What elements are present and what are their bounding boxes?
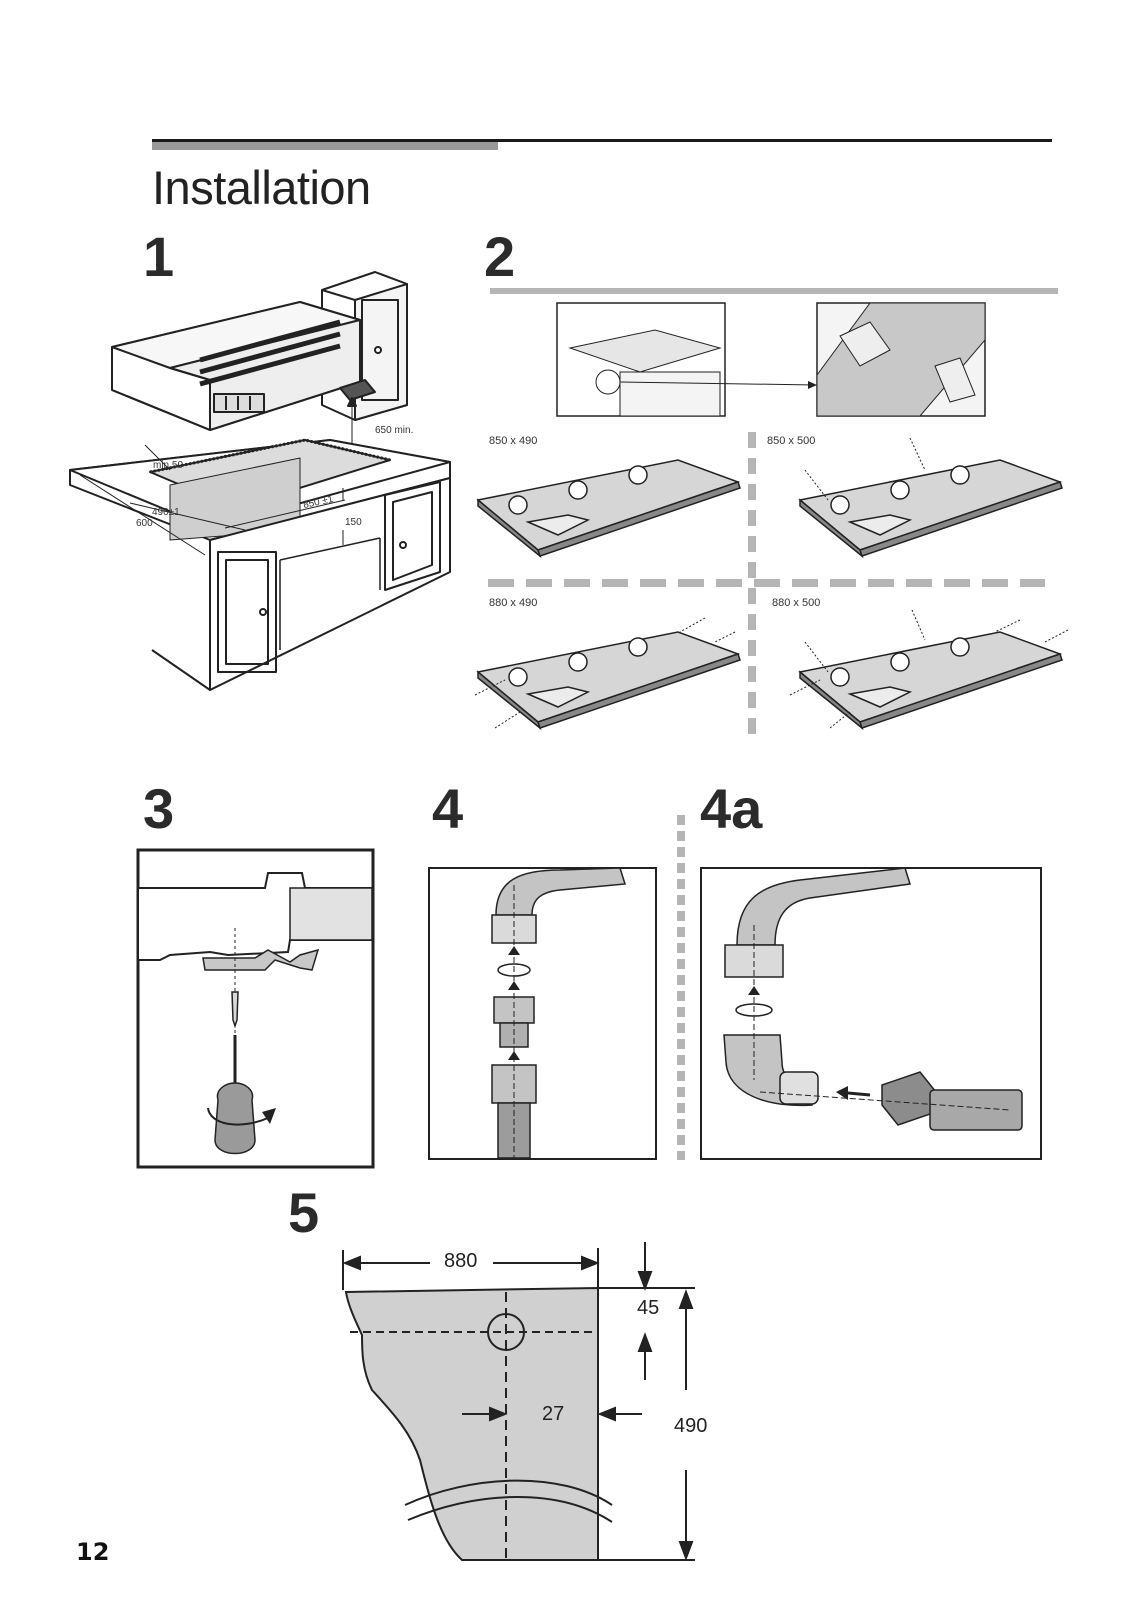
step5-side-offset-label: 27 (542, 1403, 565, 1425)
step1-gap-label: 150 (345, 517, 362, 528)
step2-variant-880x500: 880 x 500 (772, 597, 821, 609)
step2-variant-880x490: 880 x 490 (489, 597, 538, 609)
step-number-3: 3 (143, 777, 175, 840)
step-number-4: 4 (432, 777, 464, 840)
page-title: Installation (152, 161, 371, 214)
step1-worktop-label: 600 (136, 518, 153, 529)
step5-width-label: 880 (444, 1250, 478, 1272)
step2-variant-850x500: 850 x 500 (767, 435, 816, 447)
header-accent-bar (152, 142, 498, 150)
header-rule (152, 139, 1052, 142)
step2-variant-850x490: 850 x 490 (489, 435, 538, 447)
step1-edge-min-label: min.50 (153, 460, 184, 471)
step1-depth-cut-label: 490±1 (152, 507, 180, 518)
step5-top-offset-label: 45 (637, 1297, 660, 1319)
step1-clearance-label: 650 min. (375, 425, 414, 436)
step-number-5: 5 (288, 1181, 320, 1244)
step5-depth-label: 490 (674, 1415, 708, 1437)
page-number: 12 (76, 1538, 110, 1566)
step-number-2: 2 (484, 225, 516, 288)
step-number-4a: 4a (700, 777, 763, 840)
step-number-1: 1 (143, 225, 175, 288)
